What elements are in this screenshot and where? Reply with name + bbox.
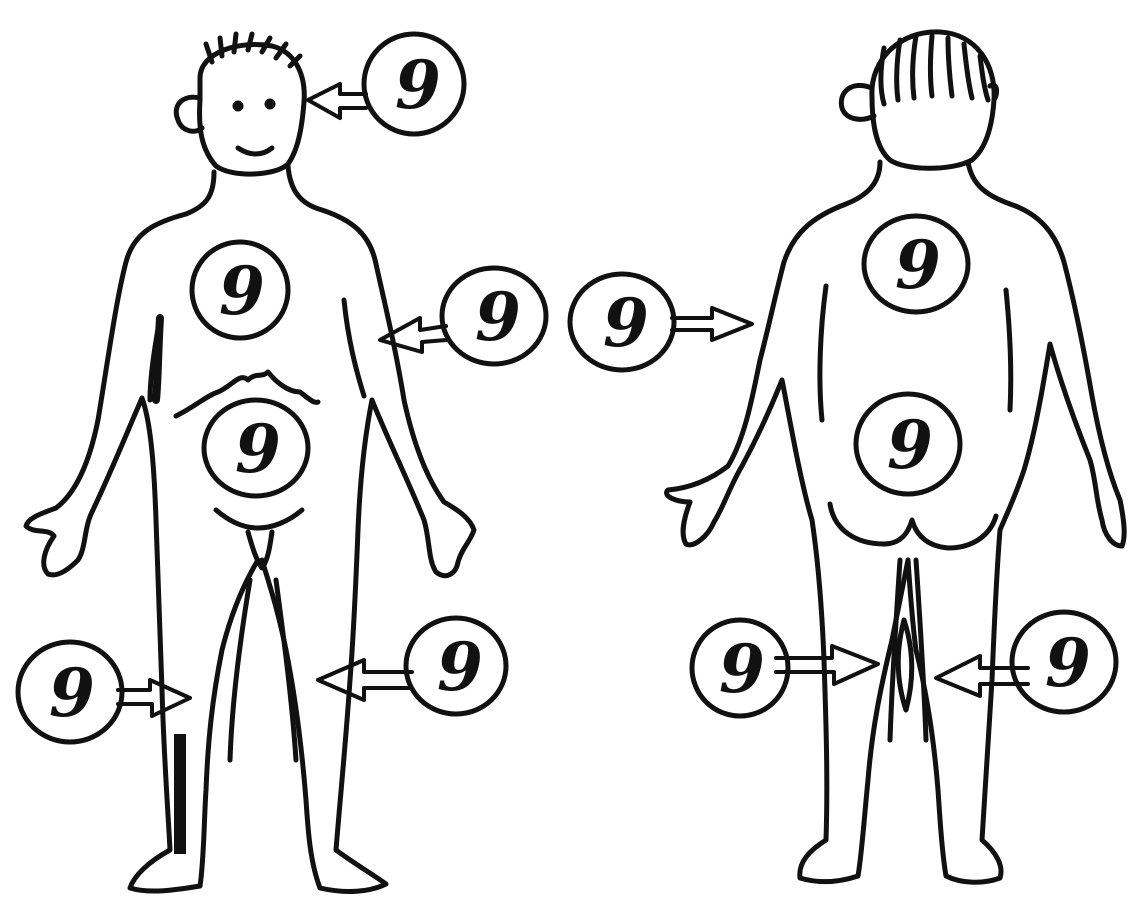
label-circles bbox=[18, 34, 1116, 742]
back-body-left bbox=[667, 162, 908, 882]
label-back-upper-back: 9 bbox=[895, 226, 941, 304]
front-right-eye bbox=[267, 101, 273, 107]
marker-bar bbox=[174, 734, 186, 854]
front-crotch bbox=[248, 532, 272, 568]
front-inner-arm-right bbox=[344, 300, 364, 396]
front-body-right bbox=[262, 166, 474, 891]
arrow-front-face bbox=[308, 84, 366, 118]
front-pelvis bbox=[216, 510, 302, 528]
front-inner-leg-right bbox=[276, 580, 296, 760]
front-mouth bbox=[238, 148, 272, 154]
front-shadow-stroke bbox=[156, 318, 160, 400]
label-back-lower-back: 9 bbox=[887, 406, 933, 484]
back-left-ear bbox=[841, 85, 874, 119]
label-front-left-thigh: 9 bbox=[49, 654, 95, 732]
back-buttocks bbox=[830, 504, 996, 548]
label-front-chest: 9 bbox=[219, 252, 265, 330]
label-front-face: 9 bbox=[395, 46, 441, 124]
label-back-left-knee: 9 bbox=[719, 630, 765, 708]
back-side-line-left bbox=[820, 286, 826, 420]
label-front-abdomen: 9 bbox=[235, 410, 281, 488]
label-back-side: 9 bbox=[603, 284, 649, 362]
label-front-right-thigh: 9 bbox=[437, 628, 483, 706]
label-front-side: 9 bbox=[475, 278, 521, 356]
arrow-back-side bbox=[672, 308, 752, 340]
back-side-line-right bbox=[1006, 290, 1011, 410]
label-back-right-knee: 9 bbox=[1045, 624, 1091, 702]
back-knee-gap bbox=[898, 620, 912, 710]
arrow-front-left-thigh bbox=[118, 680, 190, 716]
front-left-eye bbox=[235, 103, 241, 109]
arrow-front-right-thigh bbox=[318, 660, 412, 700]
